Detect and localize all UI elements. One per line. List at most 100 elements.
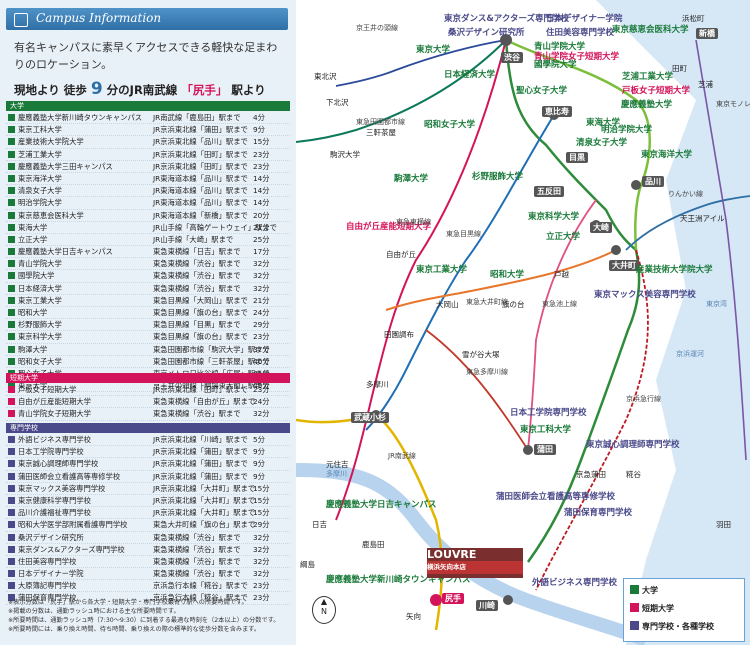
school-name: 明治学院大学 bbox=[18, 198, 62, 208]
school-time: 23分 bbox=[253, 385, 270, 394]
school-route: JR京浜東北線「田町」駅まで bbox=[153, 149, 248, 159]
school-type-icon bbox=[8, 126, 15, 134]
yamanote-line bbox=[505, 38, 651, 251]
footnote: ※表示分数は「尻手」駅から各大学・短期大学・専門学校最寄り駅への所要時間です。 bbox=[8, 599, 248, 606]
school-type-icon bbox=[8, 448, 15, 456]
header-mark-icon bbox=[14, 13, 28, 27]
school-type-icon bbox=[8, 496, 15, 504]
section-univ: 大学 bbox=[6, 101, 290, 111]
school-name: 青山学院大学 bbox=[18, 259, 62, 269]
school-name: 慶應義塾大学三田キャンパス bbox=[18, 161, 113, 171]
school-name: 昭和大学 bbox=[18, 308, 48, 317]
map-univ-teu: 東京工科大学 bbox=[520, 425, 572, 435]
school-route: 東急東横線「渋谷」駅まで bbox=[153, 556, 241, 566]
place-tsunashima: 綱島 bbox=[300, 560, 315, 569]
school-type-icon bbox=[8, 223, 15, 231]
school-route: JR東海道本線「品川」駅まで bbox=[153, 173, 248, 183]
school-time: 29分 bbox=[253, 520, 270, 530]
line-tamagawa: 東急多摩川線 bbox=[466, 368, 508, 376]
school-type-icon bbox=[8, 509, 15, 517]
school-name: 青山学院女子短期大学 bbox=[18, 409, 91, 419]
walk-word: 徒歩 bbox=[63, 83, 87, 97]
map-jc-sanno: 自由が丘産能短期大学 bbox=[346, 222, 432, 232]
school-type-icon bbox=[8, 138, 15, 146]
school-time: 15分 bbox=[253, 483, 270, 493]
school-route: 東急東横線「渋谷」駅まで bbox=[153, 271, 241, 281]
school-name: 立正大学 bbox=[18, 234, 48, 244]
denentoshi-line bbox=[296, 39, 507, 143]
school-type-icon bbox=[8, 211, 15, 219]
school-type-icon bbox=[8, 114, 15, 121]
school-route: JR東海道本線「品川」駅まで bbox=[153, 186, 248, 196]
map-univ-jikei: 東京慈恵会医科大学 bbox=[612, 25, 689, 35]
school-route: JR京浜東北線「田町」駅まで bbox=[153, 385, 248, 394]
legend-junior-swatch bbox=[630, 603, 639, 612]
station-marker bbox=[503, 595, 513, 605]
walk-minutes: 9 bbox=[90, 79, 103, 99]
school-route: 東急田園都市線「駒沢大学」駅まで bbox=[153, 344, 270, 354]
school-time: 17分 bbox=[253, 247, 270, 257]
line-oimachi: 東急大井町線 bbox=[466, 298, 508, 306]
school-name: 住田美容専門学校 bbox=[18, 556, 77, 566]
school-time: 32分 bbox=[253, 283, 270, 293]
oimachi-line bbox=[385, 249, 617, 311]
place-komazawa: 駒沢大学 bbox=[330, 150, 360, 159]
school-type-icon bbox=[8, 174, 15, 182]
map-univ-showa: 昭和大学 bbox=[490, 270, 525, 280]
station-musashikosugi: 武蔵小杉 bbox=[351, 412, 389, 423]
school-route: 東急東横線「渋谷」駅まで bbox=[153, 409, 241, 419]
louvre-shop-branch: 横浜矢向本店 bbox=[427, 561, 523, 574]
school-time: 23分 bbox=[253, 593, 270, 603]
map-univ-tokai: 東海大学 bbox=[586, 118, 621, 128]
place-kashimada: 鹿島田 bbox=[362, 540, 385, 549]
school-route: 京浜急行本線「糀谷」駅まで bbox=[153, 581, 248, 591]
intro-text: 有名キャンパスに素早くアクセスできる軽快な足まわりのロケーション。 bbox=[14, 41, 278, 71]
info-panel: Campus Information 有名キャンパスに素早くアクセスできる軽快な… bbox=[0, 0, 296, 645]
shitte-station-marker bbox=[430, 594, 442, 606]
school-type-icon bbox=[8, 235, 15, 243]
school-route: JR京浜東北線「品川」駅まで bbox=[153, 137, 248, 147]
school-name: 自由が丘産能短期大学 bbox=[18, 397, 91, 407]
school-name: 大原簿記専門学校 bbox=[18, 581, 77, 591]
school-time: 32分 bbox=[253, 259, 270, 269]
school-time: 14分 bbox=[253, 173, 270, 183]
legend-univ: 大学 bbox=[630, 585, 658, 596]
map-univ-showa-women: 昭和女子大学 bbox=[424, 120, 476, 130]
station-oimachi: 大井町 bbox=[609, 260, 639, 271]
legend-vocational: 専門学校・各種学校 bbox=[630, 621, 714, 632]
school-name: 東京健康科学専門学校 bbox=[18, 495, 91, 505]
footnotes: ※表示分数は「尻手」駅から各大学・短期大学・専門学校最寄り駅への所要時間です。 … bbox=[8, 598, 292, 634]
school-name: 東海大学 bbox=[18, 222, 48, 232]
school-name: 國學院大学 bbox=[18, 271, 55, 281]
school-type-icon bbox=[8, 272, 15, 280]
station-kawasaki: 川崎 bbox=[476, 600, 498, 611]
footnote: ※掲載の分数は、通勤ラッシュ時における主な所要時間です。 bbox=[8, 608, 180, 615]
school-route: 東急田園都市線「三軒茶屋」駅まで bbox=[153, 356, 270, 366]
school-time: 23分 bbox=[253, 332, 270, 342]
station-shimbashi: 新橋 bbox=[696, 28, 718, 39]
place-jiyugaoka: 自由が丘 bbox=[386, 250, 416, 259]
place-hiyoshi: 日吉 bbox=[312, 520, 327, 529]
school-route: JR南武線「鹿島田」駅まで bbox=[153, 113, 241, 122]
school-type-icon bbox=[8, 484, 15, 492]
